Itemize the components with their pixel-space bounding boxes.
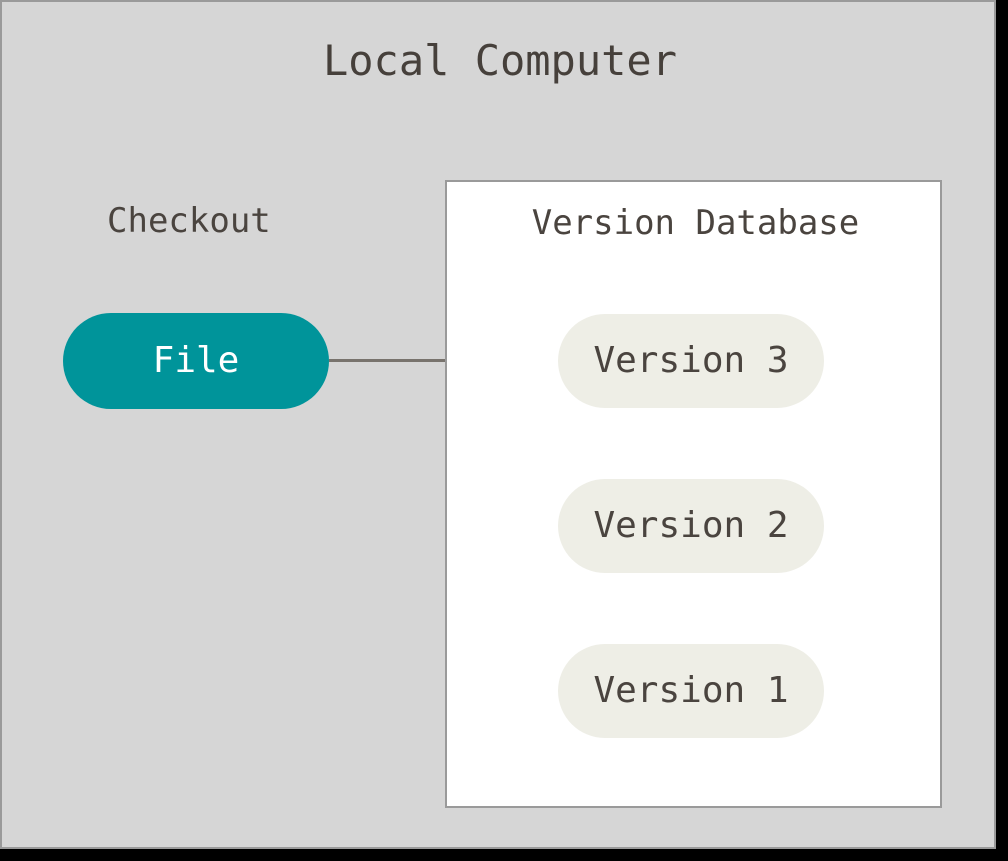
version-database-label: Version Database [531,203,860,243]
node-version-3[interactable]: Version 3 [558,314,824,408]
node-version-1[interactable]: Version 1 [558,644,824,738]
page-title: Local Computer [322,36,677,85]
local-computer-panel: Local Computer Checkout Version Database… [0,0,996,849]
node-version-2[interactable]: Version 2 [558,479,824,573]
checkout-label: Checkout [107,201,271,241]
node-file[interactable]: File [63,313,329,409]
